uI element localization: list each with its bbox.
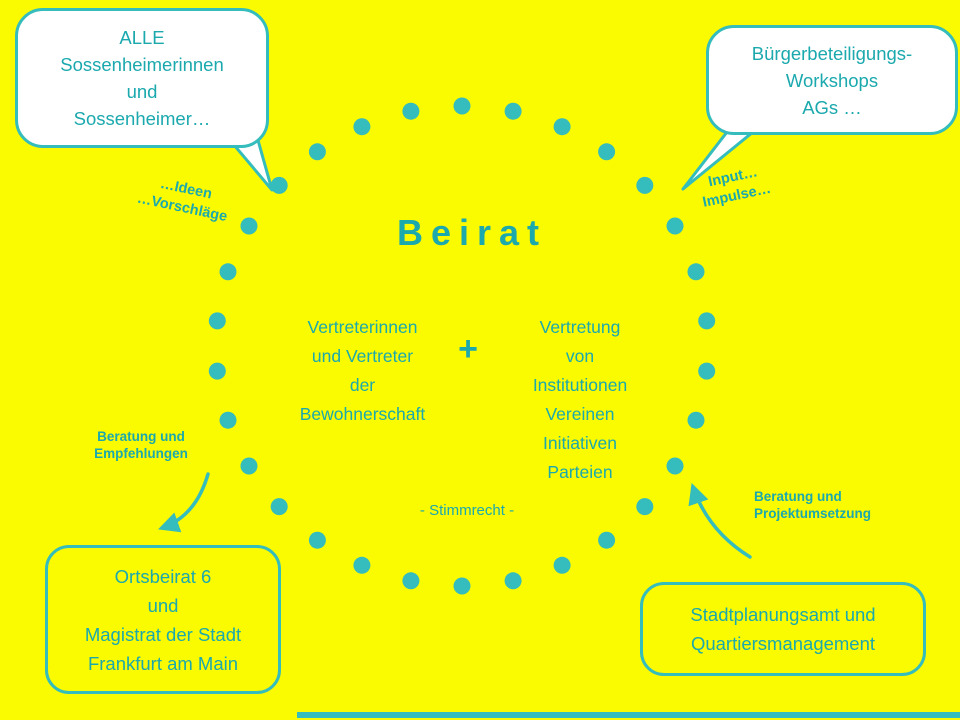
group-line: von bbox=[565, 346, 595, 366]
ring-dot bbox=[353, 118, 371, 136]
group-line: Parteien bbox=[547, 462, 613, 482]
ring-dot bbox=[219, 411, 237, 429]
ring-dot bbox=[453, 577, 471, 595]
ring-dot bbox=[240, 217, 258, 235]
box-line: und bbox=[147, 594, 179, 616]
ring-dot bbox=[402, 102, 420, 120]
group-line: Vertretung bbox=[539, 317, 621, 337]
label-beratung-empfehlungen: Beratung und Empfehlungen bbox=[75, 428, 207, 462]
ring-dot bbox=[698, 312, 716, 330]
arrow-to-ortsbeirat bbox=[158, 472, 210, 533]
diagram-title: Beirat bbox=[396, 212, 548, 253]
ring-dot bbox=[208, 362, 226, 380]
box-stadtplanungsamt: Stadtplanungsamt und Quartiersmanagement bbox=[640, 582, 926, 676]
label-line: Beratung und bbox=[97, 429, 185, 444]
ring-dot bbox=[553, 556, 571, 574]
group-line: Vereinen bbox=[545, 404, 615, 424]
bubble-line: Workshops bbox=[785, 69, 879, 91]
ring-dot bbox=[698, 362, 716, 380]
bubble-alle-sossenheimer: ALLE Sossenheimerinnen und Sossenheimer… bbox=[15, 8, 269, 148]
bubble-line: und bbox=[126, 81, 158, 102]
ring-dot bbox=[353, 556, 371, 574]
ring-dot bbox=[270, 176, 288, 194]
box-line: Frankfurt am Main bbox=[87, 652, 239, 674]
group-line: der bbox=[349, 375, 376, 395]
plus-sign: + bbox=[458, 330, 478, 368]
label-line: Projektumsetzung bbox=[754, 506, 872, 521]
group-line: Institutionen bbox=[532, 375, 628, 395]
ring-dot bbox=[666, 457, 684, 475]
bubble-line: Bürgerbeteiligungs- bbox=[751, 42, 913, 64]
stimmrecht-note: - Stimmrecht - bbox=[419, 502, 515, 519]
ring-dot bbox=[308, 531, 326, 549]
ring-dot bbox=[598, 143, 616, 161]
bubble-line: Sossenheimer… bbox=[73, 108, 211, 129]
ring-dot bbox=[636, 498, 654, 516]
group-line: Vertreterinnen bbox=[307, 317, 418, 337]
ring-dot bbox=[270, 498, 288, 516]
ring-dot bbox=[208, 312, 226, 330]
group-bewohnerschaft: Vertreterinnen und Vertreter der Bewohne… bbox=[275, 313, 450, 429]
box-ortsbeirat-magistrat: Ortsbeirat 6 und Magistrat der Stadt Fra… bbox=[45, 545, 281, 694]
label-line: Empfehlungen bbox=[94, 446, 188, 461]
box-line: Quartiersmanagement bbox=[690, 633, 876, 654]
ring-dot bbox=[453, 97, 471, 115]
arrow-from-stadtplanungsamt bbox=[688, 483, 752, 559]
group-institutionen: Vertretung von Institutionen Vereinen In… bbox=[495, 313, 665, 487]
ring-dot bbox=[308, 143, 326, 161]
group-line: und Vertreter bbox=[311, 346, 414, 366]
ring-dot bbox=[504, 572, 522, 590]
box-line: Magistrat der Stadt bbox=[84, 623, 242, 645]
ring-dot bbox=[504, 102, 522, 120]
label-beratung-projektumsetzung: Beratung und Projektumsetzung bbox=[754, 488, 924, 522]
ring-dot bbox=[219, 263, 237, 281]
ring-dot bbox=[402, 572, 420, 590]
ring-dot bbox=[598, 531, 616, 549]
bubble-line: Sossenheimerinnen bbox=[60, 54, 224, 75]
ring-dot bbox=[553, 118, 571, 136]
ring-dot bbox=[666, 217, 684, 235]
ring-dot bbox=[687, 411, 705, 429]
bubble-line: ALLE bbox=[119, 27, 165, 48]
group-line: Initiativen bbox=[543, 433, 617, 453]
dotted-circle bbox=[208, 97, 716, 595]
bubble-line: AGs … bbox=[802, 96, 862, 118]
ring-dot bbox=[240, 457, 258, 475]
bubble-buergerbeteiligung: Bürgerbeteiligungs- Workshops AGs … bbox=[706, 25, 958, 135]
ring-dot bbox=[636, 176, 654, 194]
group-line: Bewohnerschaft bbox=[299, 404, 426, 424]
box-line: Stadtplanungsamt und bbox=[690, 604, 876, 625]
ring-dot bbox=[687, 263, 705, 281]
label-line: Beratung und bbox=[754, 489, 842, 504]
bottom-divider bbox=[297, 712, 960, 718]
box-line: Ortsbeirat 6 bbox=[114, 565, 212, 587]
